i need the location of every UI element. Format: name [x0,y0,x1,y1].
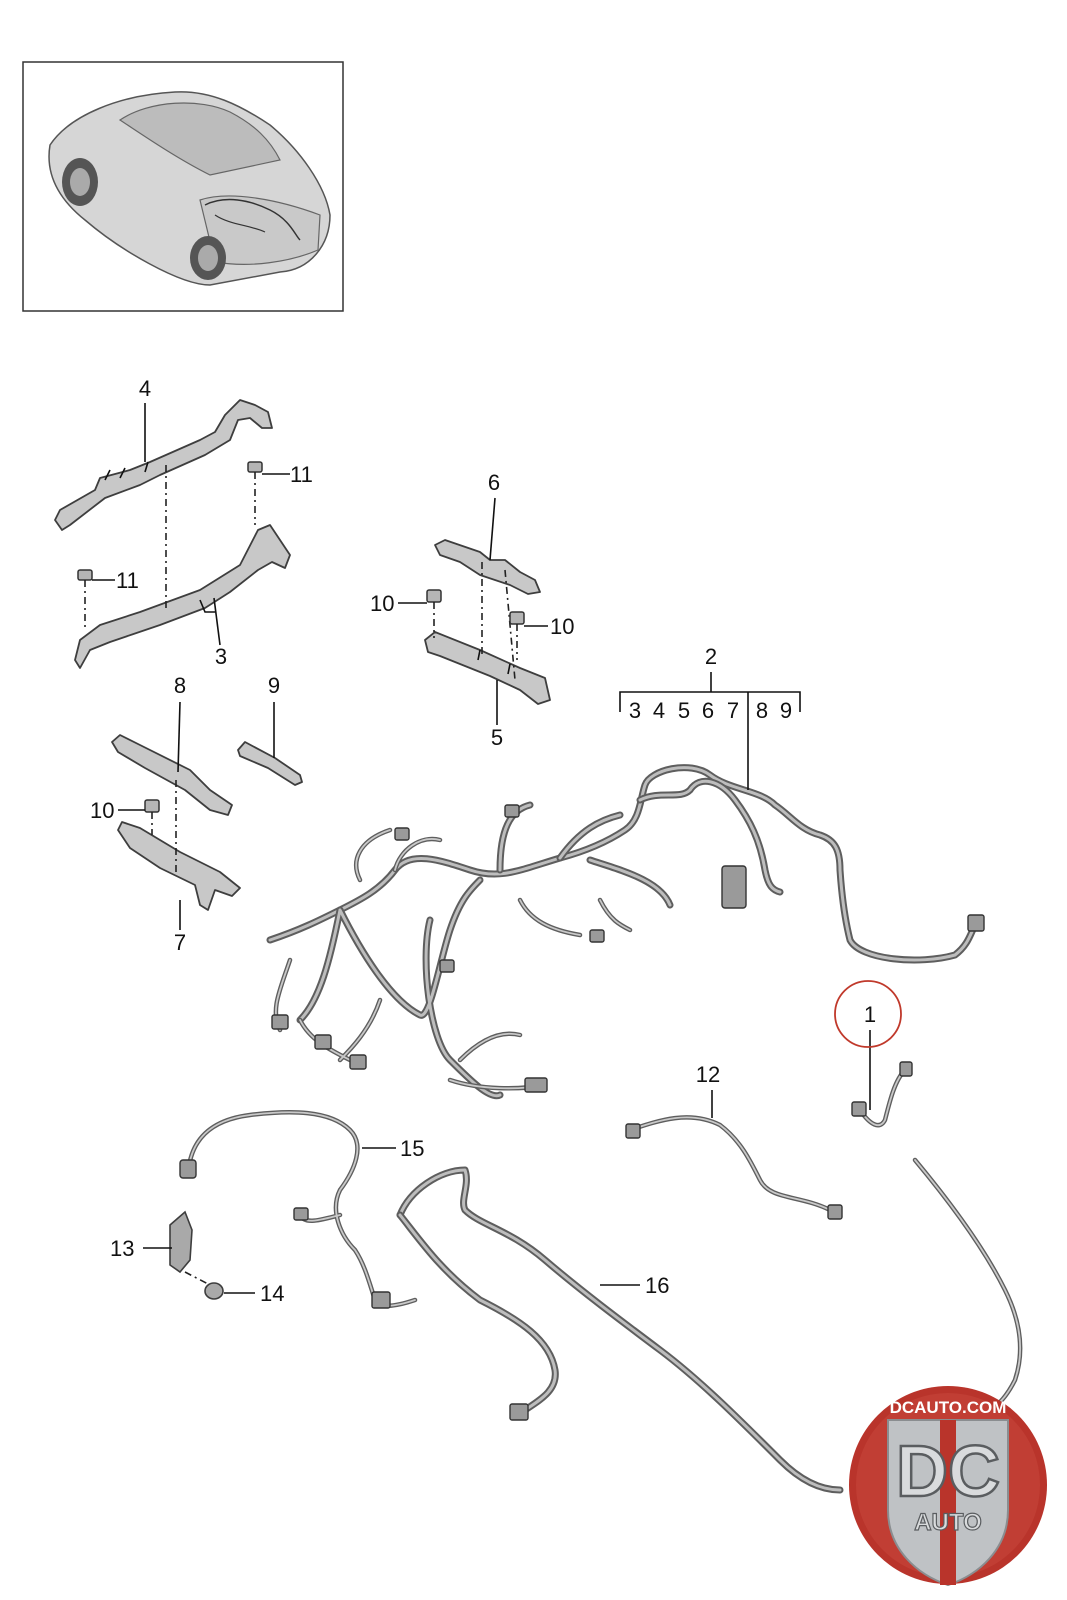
part-3-bracket [74,524,291,669]
part-9-clip [237,741,303,786]
part-5-bracket [424,631,551,705]
highlight-circle [834,980,902,1048]
part-6-bracket [434,539,541,595]
callout-12: 12 [696,1062,720,1087]
part-13-sensor [169,1210,211,1286]
subitem: 7 [727,698,739,723]
dcauto-logo: DCAUTO.COM DC AUTO [849,1386,1047,1587]
callout-1: 1 [864,1002,876,1027]
part-14-grommet [204,1282,224,1300]
subitem: 8 [756,698,768,723]
callout-15: 15 [400,1136,424,1161]
logo-top-text: DCAUTO.COM [890,1398,1007,1417]
connector-line-6-5b [504,569,516,681]
callout-3: 3 [215,644,227,669]
bolt-10-right [509,611,525,660]
part-15-harness [179,1110,418,1309]
callout-2: 2 [705,644,717,669]
subitem: 3 [629,698,641,723]
subitem: 4 [653,698,665,723]
bolt-10-left [426,589,442,638]
vehicle-overview-thumbnail [22,61,344,312]
leader-lines [92,403,871,1294]
main-wiring-harness [266,764,985,1100]
callout-6: 6 [488,470,500,495]
logo-sub-text: AUTO [914,1509,982,1536]
callout-2-subitems: 3 4 5 6 7 8 9 [629,698,792,723]
part-4-bracket [54,399,273,531]
part-7-bracket [117,821,241,911]
callout-10-left: 10 [370,591,394,616]
part-12-harness [625,1115,843,1220]
callout-11-upper: 11 [290,462,313,487]
callout-4: 4 [139,376,151,401]
subitem: 5 [678,698,690,723]
part-8-bracket [111,734,233,816]
subitem: 6 [702,698,714,723]
logo-main-text: DC [896,1432,1000,1512]
bolt-10-lower [144,799,160,835]
main-connector-block [721,865,747,909]
callout-5: 5 [491,725,503,750]
callout-8: 8 [174,673,186,698]
callout-14: 14 [260,1281,284,1306]
bolt-11-upper [247,461,263,525]
callout-13: 13 [110,1236,134,1261]
callout-9: 9 [268,673,280,698]
car-illustration [48,91,331,286]
subitem: 9 [780,698,792,723]
callout-16: 16 [645,1273,669,1298]
bolt-11-lower [77,569,93,630]
callout-7: 7 [174,930,186,955]
callout-10-lower: 10 [90,798,114,823]
callout-10-right: 10 [550,614,574,639]
part-1-harness [851,1061,913,1128]
callout-11-lower: 11 [116,568,139,593]
